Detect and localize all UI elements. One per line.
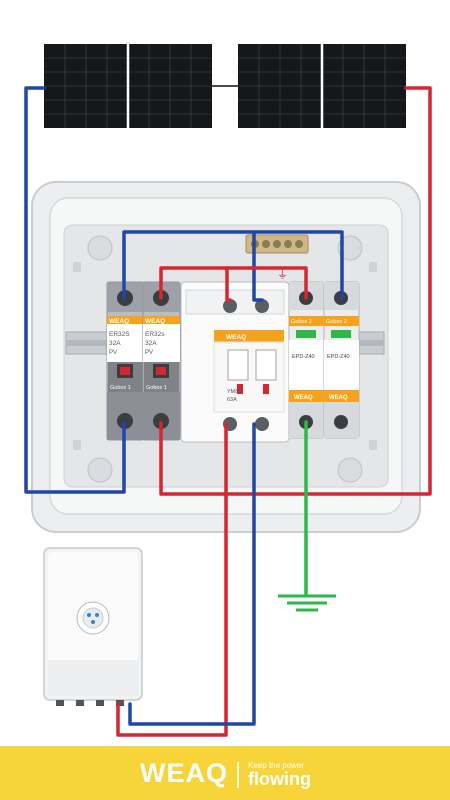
fuse-holder-left	[106, 281, 145, 441]
wire-output-positive	[116, 422, 228, 737]
fuse-right-brand: WEAQ	[145, 318, 165, 325]
fuse-left-base: Gobox 1	[110, 385, 131, 391]
fuse-right-model: ER32s	[145, 331, 165, 338]
fuse-holder-right	[142, 281, 181, 441]
wire-pv-positive	[159, 86, 432, 496]
tagline-bottom: flowing	[248, 769, 311, 789]
ground-symbol-small: ⏚	[277, 268, 288, 281]
wire-pv-negative	[24, 86, 126, 494]
spd-left-model: EPD-Z40	[292, 354, 315, 360]
breaker-brand: WEAQ	[226, 334, 246, 341]
spd-left-top: Gobox 2	[291, 319, 312, 325]
footer-banner	[0, 746, 450, 800]
fuse-left-type: PV	[109, 350, 117, 356]
breaker-model: YM8h	[227, 389, 241, 395]
solar-panel-left	[44, 44, 212, 128]
wire-pos-breaker-top	[225, 266, 232, 302]
wire-neg-breaker-top	[252, 230, 264, 302]
spd-right-brand: WEAQ	[329, 395, 348, 401]
fuse-left-model: ER32S	[109, 331, 130, 338]
spd-left-brand: WEAQ	[294, 395, 313, 401]
brand-logo: WEAQ	[140, 758, 228, 788]
dc-breaker	[180, 281, 290, 443]
wire-pos-fuse-breaker	[159, 266, 308, 300]
fuse-right-rating: 32A	[145, 340, 157, 347]
wire-output-negative	[128, 422, 256, 726]
spd-left	[288, 281, 325, 439]
solar-panel-right	[238, 44, 406, 128]
spd-right-top: Gobox 2	[326, 319, 347, 325]
spd-right-model: EPD-Z40	[327, 354, 350, 360]
fuse-left-brand: WEAQ	[109, 318, 129, 325]
tagline-top: Keep the power	[248, 761, 305, 770]
ground-symbol	[278, 594, 336, 612]
footer-divider	[237, 762, 239, 788]
wire-neg-fuse-spd	[122, 230, 344, 300]
inverter	[43, 547, 143, 706]
spd-right	[323, 281, 360, 439]
fuse-right-type: PV	[145, 350, 153, 356]
breaker-rating: 63A	[227, 397, 237, 403]
fuse-left-rating: 32A	[109, 340, 121, 347]
fuse-right-base: Gobox 1	[146, 385, 167, 391]
